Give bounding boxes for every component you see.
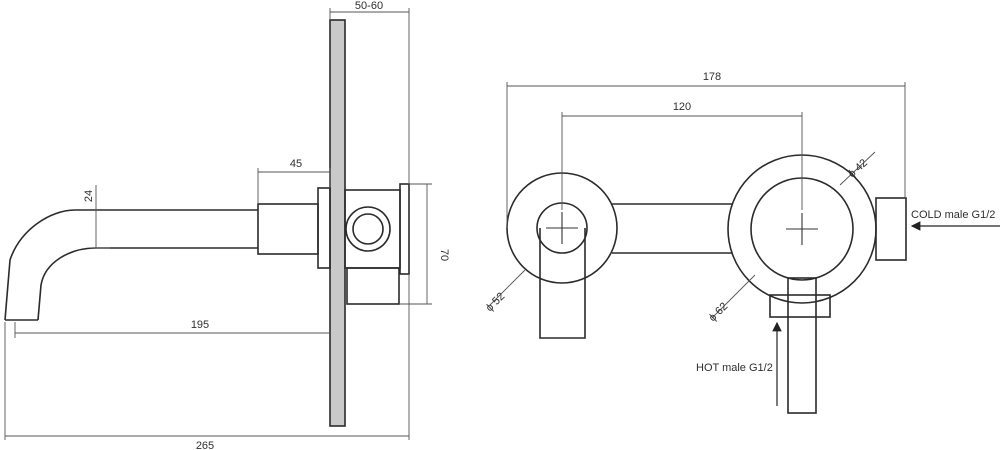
valve-bottom	[346, 267, 400, 305]
dim-center-distance: 120	[673, 101, 691, 113]
valve-flange	[399, 183, 410, 275]
spout-body	[4, 209, 258, 321]
dim-total-width: 178	[703, 71, 721, 83]
label-cold: COLD male G1/2	[911, 209, 995, 221]
spout-collar	[257, 203, 319, 255]
leader-42	[839, 151, 876, 186]
spout-front	[539, 228, 586, 339]
dim-total-length: 265	[196, 440, 214, 450]
escutcheon-plate	[317, 187, 331, 269]
label-hot: HOT male G1/2	[696, 362, 773, 374]
mixer-lever	[787, 277, 817, 414]
side-view: 50-60 45 24 70 195 265	[4, 0, 450, 450]
dim-diameter-52: ϕ 52	[484, 290, 508, 314]
hot-inlet	[769, 294, 831, 318]
cold-inlet	[875, 197, 907, 261]
leader-62	[711, 274, 756, 319]
dim-spout-length: 195	[191, 319, 209, 331]
dim-body-depth: 45	[290, 158, 302, 170]
spout-underside	[37, 247, 258, 321]
dim-wall-thickness: 50-60	[355, 0, 383, 12]
valve-port-inner	[352, 213, 384, 245]
front-view: 178 120 ϕ 42 ϕ 52 ϕ 62 COLD male G1/2 HO…	[484, 71, 1000, 414]
valve-port-outer	[345, 206, 391, 252]
dim-spout-height: 24	[83, 190, 95, 202]
dim-diameter-62: ϕ 62	[707, 300, 731, 324]
leader-52	[489, 269, 526, 306]
dim-body-height: 70	[438, 249, 450, 261]
wall-section	[329, 19, 346, 427]
